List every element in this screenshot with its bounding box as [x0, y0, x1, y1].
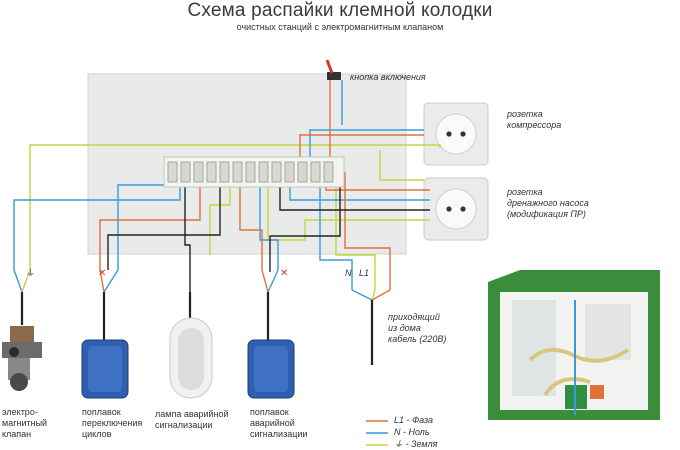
lamp-label-line1: лампа аварийной: [155, 409, 229, 419]
cut-mark-cycles: ✕: [98, 268, 106, 279]
incoming-cable-label-line1: приходящий: [388, 312, 440, 322]
valve-label-line1: электро-: [2, 407, 38, 417]
earth-wires: [29, 144, 441, 290]
float-cycles-label-line1: поплавок: [82, 407, 121, 417]
float-alarm-label-line2: аварийной: [250, 418, 295, 428]
float-cycles-label: поплавок переключения циклов: [82, 407, 142, 440]
lamp-label: лампа аварийной сигнализации: [155, 409, 229, 431]
valve-label-line2: магнитный: [2, 418, 48, 428]
button-label: кнопка включения: [350, 72, 426, 82]
socket-pump-label-line3: (модификация ПР): [507, 209, 586, 219]
terminal-l1-label: L1: [359, 268, 370, 278]
float-switch-alarm: [247, 339, 295, 399]
earth-mark: ⏚: [26, 268, 35, 278]
station-illustration: [488, 270, 660, 420]
valve-label-line3: клапан: [2, 429, 32, 439]
device-cables: [20, 292, 374, 365]
float-cycles-label-line3: циклов: [82, 429, 112, 439]
alarm-lamp: [169, 317, 213, 399]
terminal-n-label: N: [345, 268, 352, 278]
page-title: Схема распайки клемной колодки: [187, 0, 493, 21]
float-alarm-label: поплавок аварийной сигнализации: [250, 407, 307, 440]
socket-pump-label-line2: дренажного насоса: [507, 198, 589, 208]
incoming-cable-label-line2: из дома: [388, 323, 421, 333]
device-leads: [13, 269, 391, 301]
socket-compressor-label-line1: розетка: [507, 109, 543, 119]
socket-pump-label: розетка дренажного насоса (модификация П…: [507, 187, 589, 220]
solenoid-valve: [2, 326, 42, 391]
float-alarm-label-line1: поплавок: [250, 407, 289, 417]
power-button[interactable]: [325, 59, 341, 80]
legend-neutral: N - Ноль: [394, 427, 430, 437]
lamp-label-line2: сигнализации: [155, 420, 213, 430]
float-switch-cycles: [81, 339, 129, 399]
legend-phase: L1 - Фаза: [394, 415, 434, 425]
page-subtitle: очистных станций с электромагнитным клап…: [236, 22, 444, 32]
socket-pump-label-line1: розетка: [507, 187, 543, 197]
float-cycles-label-line2: переключения: [82, 418, 143, 428]
socket-compressor-label-line2: компрессора: [507, 120, 562, 130]
float-alarm-label-line3: сигнализации: [250, 429, 308, 439]
valve-label: электро- магнитный клапан: [2, 407, 47, 440]
cut-mark-alarm: ✕: [280, 268, 288, 279]
terminal-block: [163, 156, 345, 188]
socket-pump: [423, 177, 489, 241]
incoming-cable-label-line3: кабель (220В): [388, 334, 447, 344]
socket-compressor-label: розетка компрессора: [507, 109, 561, 131]
incoming-cable-label: приходящий из дома кабель (220В): [388, 312, 446, 345]
socket-compressor: [423, 102, 489, 166]
legend-earth: ⏚ - Земля: [394, 439, 438, 449]
